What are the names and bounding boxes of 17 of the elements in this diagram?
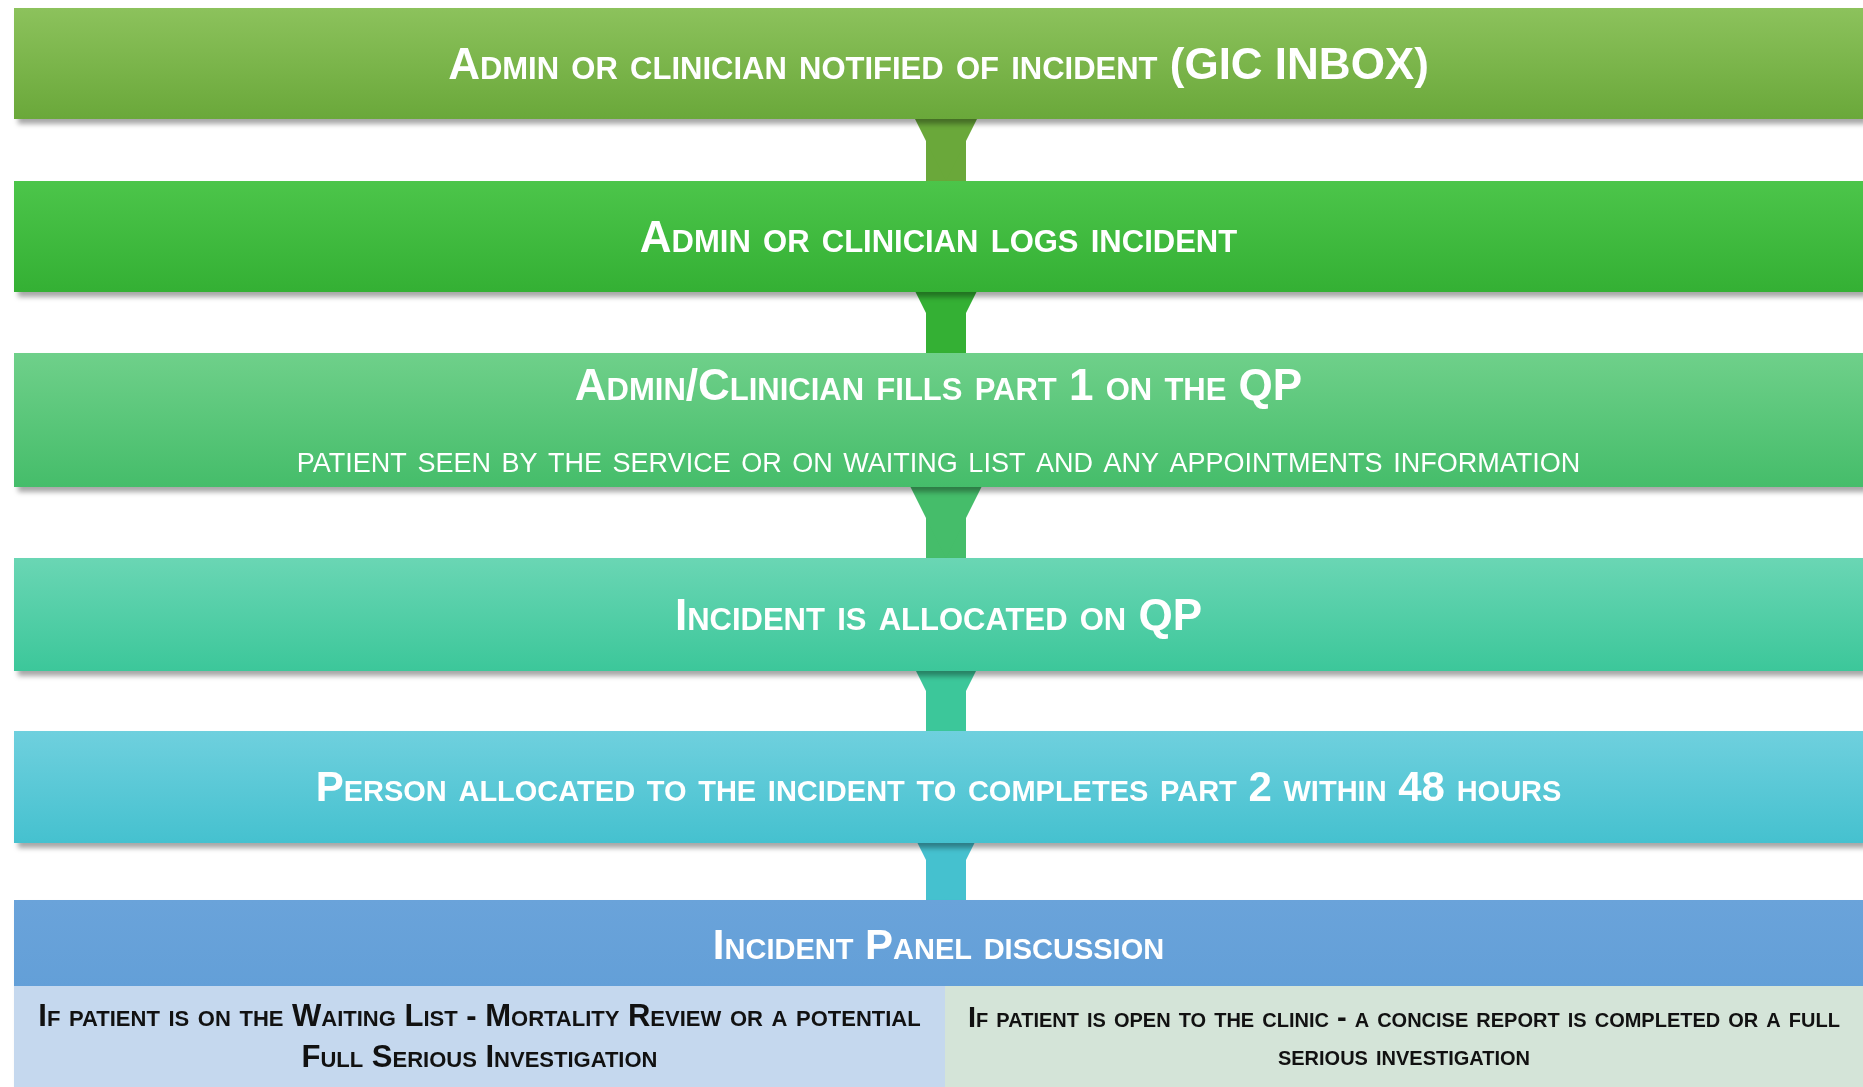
outcome-box <box>945 986 1863 1087</box>
step-title: Person allocated to the incident to completes part 2 within 48 hours <box>315 761 1562 812</box>
process-bar <box>14 181 1863 292</box>
step-title: Incident is allocated on QP <box>674 588 1203 641</box>
process-bar <box>14 558 1863 671</box>
step-title: If patient is open to the clinic - a concise report is completed or a full serious investigation <box>967 999 1841 1073</box>
process-bar <box>14 353 1863 487</box>
step-title: Admin/Clinician fills part 1 on the QP <box>574 358 1303 411</box>
process-bar <box>14 900 1863 1087</box>
step-title: If patient is on the Waiting List - Mortality Review or a potential Full Serious Investigation <box>37 997 922 1076</box>
step-title: Admin or clinician notified of incident (GIC INBOX) <box>448 37 1429 90</box>
step-description: patient seen by the service or on waiting list and any appointments information <box>296 436 1581 482</box>
step-title: Incident Panel discussion <box>712 920 1165 970</box>
step-title: Admin or clinician logs incident <box>639 210 1238 263</box>
outcome-box <box>14 986 945 1087</box>
process-bar <box>14 8 1863 119</box>
process-bar <box>14 731 1863 843</box>
